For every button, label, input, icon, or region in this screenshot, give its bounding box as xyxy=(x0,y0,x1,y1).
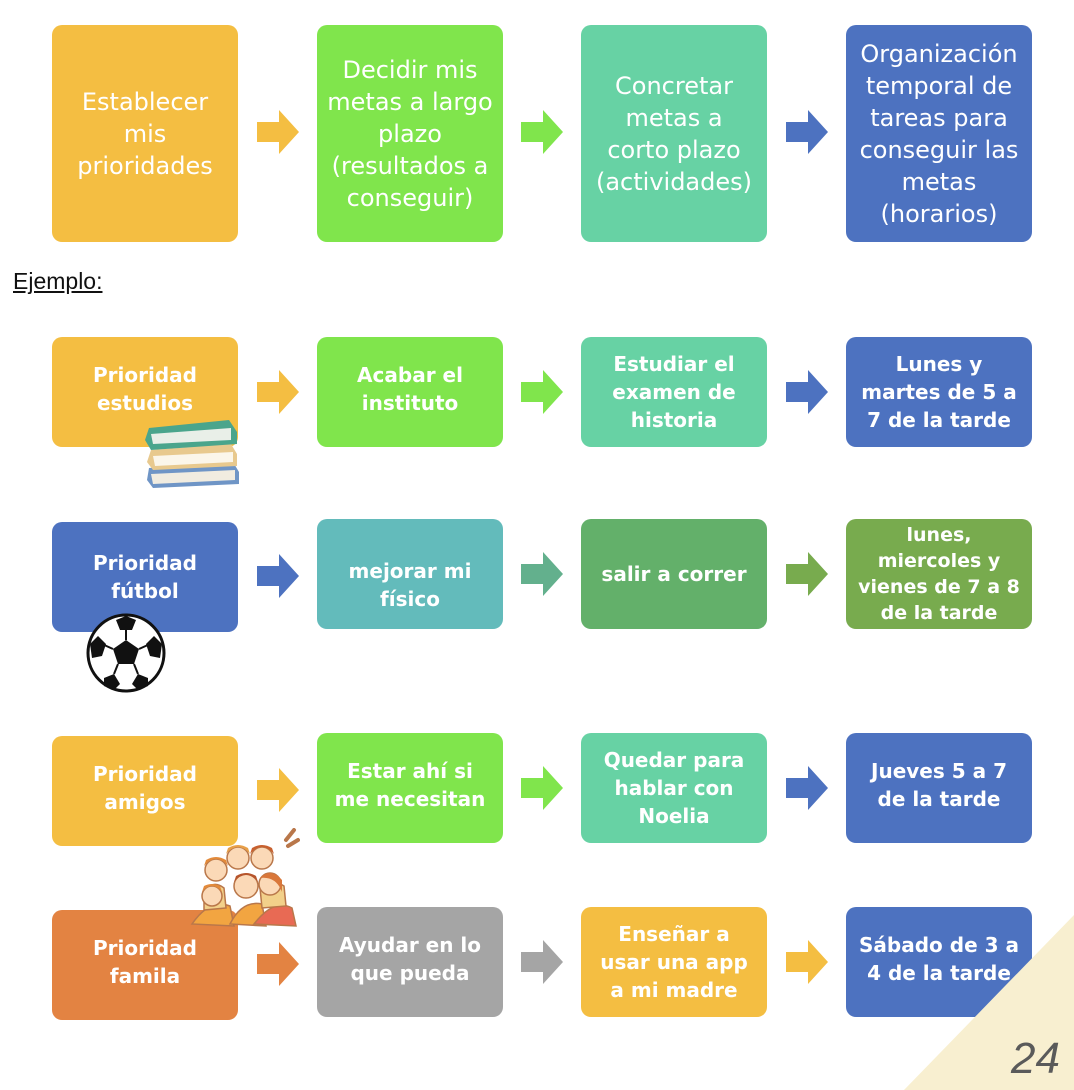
arrow-right-icon xyxy=(521,370,563,414)
arrow-right-icon xyxy=(786,940,828,984)
books-icon xyxy=(145,420,239,488)
goal-be-there: Estar ahí si me necesitan xyxy=(317,733,503,843)
priority-family: Prioridad famila xyxy=(52,910,238,1020)
goal-finish-school: Acabar el instituto xyxy=(317,337,503,447)
priority-friends: Prioridad amigos xyxy=(52,736,238,846)
arrow-right-icon xyxy=(521,940,563,984)
arrow-right-icon xyxy=(257,768,299,812)
activity-meet-noelia: Quedar para hablar con Noelia xyxy=(581,733,767,843)
step-short-term-goals: Concretar metas a corto plazo (actividad… xyxy=(581,25,767,242)
priority-studies: Prioridad estudios xyxy=(52,337,238,447)
arrow-right-icon xyxy=(521,766,563,810)
arrow-right-icon xyxy=(786,110,828,154)
arrow-right-icon xyxy=(786,370,828,414)
arrow-right-icon xyxy=(257,370,299,414)
arrow-right-icon xyxy=(786,766,828,810)
arrow-right-icon xyxy=(257,554,299,598)
soccer-ball-icon xyxy=(86,613,166,693)
step-establish-priorities: Establecer mis prioridades xyxy=(52,25,238,242)
arrow-right-icon xyxy=(786,552,828,596)
schedule-studies: Lunes y martes de 5 a 7 de la tarde xyxy=(846,337,1032,447)
activity-teach-app: Enseñar a usar una app a mi madre xyxy=(581,907,767,1017)
goal-help-family: Ayudar en lo que pueda xyxy=(317,907,503,1017)
activity-go-running: salir a correr xyxy=(581,519,767,629)
page-corner-decoration xyxy=(904,915,1074,1090)
arrow-right-icon xyxy=(521,110,563,154)
goal-improve-fitness: mejorar mi físico xyxy=(317,519,503,629)
arrow-right-icon xyxy=(521,552,563,596)
schedule-friends: Jueves 5 a 7 de la tarde xyxy=(846,733,1032,843)
step-time-organization: Organización temporal de tareas para con… xyxy=(846,25,1032,242)
page-number: 24 xyxy=(1011,1034,1060,1083)
example-label: Ejemplo: xyxy=(13,268,103,294)
activity-study-history: Estudiar el examen de historia xyxy=(581,337,767,447)
schedule-football: lunes, miercoles y vienes de 7 a 8 de la… xyxy=(846,519,1032,629)
arrow-right-icon xyxy=(257,942,299,986)
priority-football: Prioridad fútbol xyxy=(52,522,238,632)
step-long-term-goals: Decidir mis metas a largo plazo (resulta… xyxy=(317,25,503,242)
friends-group-icon xyxy=(190,828,300,927)
arrow-right-icon xyxy=(257,110,299,154)
